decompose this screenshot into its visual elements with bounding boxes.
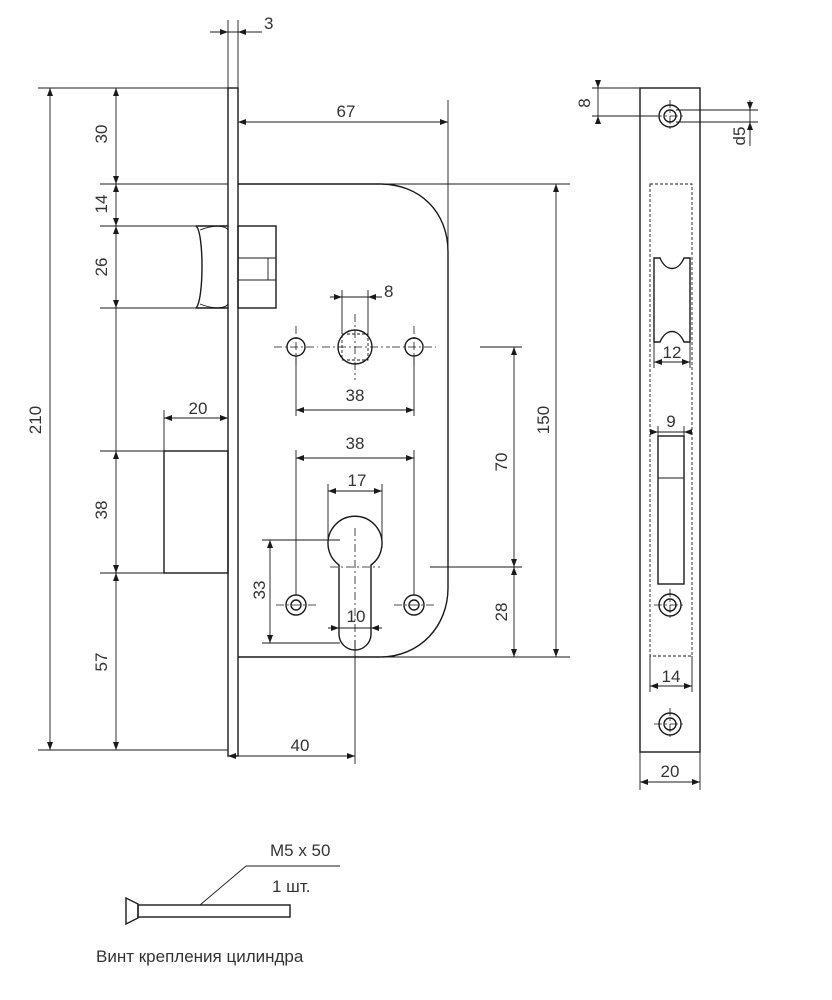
- deadbolt-opening: [653, 257, 691, 343]
- side-dimensions: 8 d5 12 9 14 20: [575, 80, 758, 790]
- dim-spindle-size: 8: [384, 282, 393, 301]
- lock-body: [163, 87, 570, 757]
- faceplate: [227, 87, 239, 757]
- dim-backset-total: 67: [337, 102, 356, 121]
- dim-total-height: 210: [26, 406, 45, 434]
- dim-cylinder-height: 33: [250, 581, 269, 600]
- dim-centre-distance: 70: [492, 453, 511, 472]
- latch-opening: [657, 435, 685, 585]
- dim-strike-hole-offset: 8: [575, 98, 594, 107]
- bottom-screw-hole: [654, 708, 686, 740]
- cylinder-cutout: [327, 515, 383, 651]
- dim-case-height: 150: [534, 406, 553, 434]
- screw-quantity: 1 шт.: [272, 877, 310, 896]
- dim-strike-lower-width: 14: [662, 667, 681, 686]
- dim-latch-projection: 20: [189, 399, 208, 418]
- middle-screw-hole: [654, 589, 686, 621]
- dim-bolt-height: 26: [92, 258, 111, 277]
- latch-bolt: [163, 410, 229, 574]
- dim-backset: 40: [291, 736, 310, 755]
- dim-faceplate-thickness: 3: [264, 14, 273, 33]
- deadbolt: [195, 225, 277, 309]
- screw-caption: Винт крепления цилиндра: [96, 947, 304, 966]
- front-dimensions: 3 30 14 26 38 57 210 67: [26, 14, 559, 764]
- dim-screw-hole: d5: [730, 127, 749, 146]
- dim-top-to-bolt: 30: [92, 125, 111, 144]
- dim-cylinder-slot: 10: [347, 607, 366, 626]
- dim-latch-height: 38: [92, 501, 111, 520]
- top-screw-hole: [654, 100, 686, 132]
- dim-bottom-offset: 28: [492, 603, 511, 622]
- dim-cylinder-width: 17: [348, 471, 367, 490]
- dim-strike-plate-width: 20: [661, 762, 680, 781]
- lock-case: [238, 183, 449, 658]
- dim-latch-to-bottom: 57: [92, 653, 111, 672]
- dim-strike-latch-width: 9: [666, 412, 675, 431]
- case-hidden-outline: [649, 183, 693, 657]
- dim-handle-holes: 38: [346, 386, 365, 405]
- dim-cylinder-holes: 38: [346, 434, 365, 453]
- dim-strike-bolt-width: 12: [663, 343, 682, 362]
- screw-size: M5 x 50: [270, 841, 330, 860]
- dim-bolt-offset: 14: [92, 195, 111, 214]
- cylinder-screw: M5 x 50 1 шт. Винт крепления цилиндра: [96, 841, 340, 966]
- faceplate-outline: [639, 87, 701, 753]
- spindle-hole: [322, 314, 390, 380]
